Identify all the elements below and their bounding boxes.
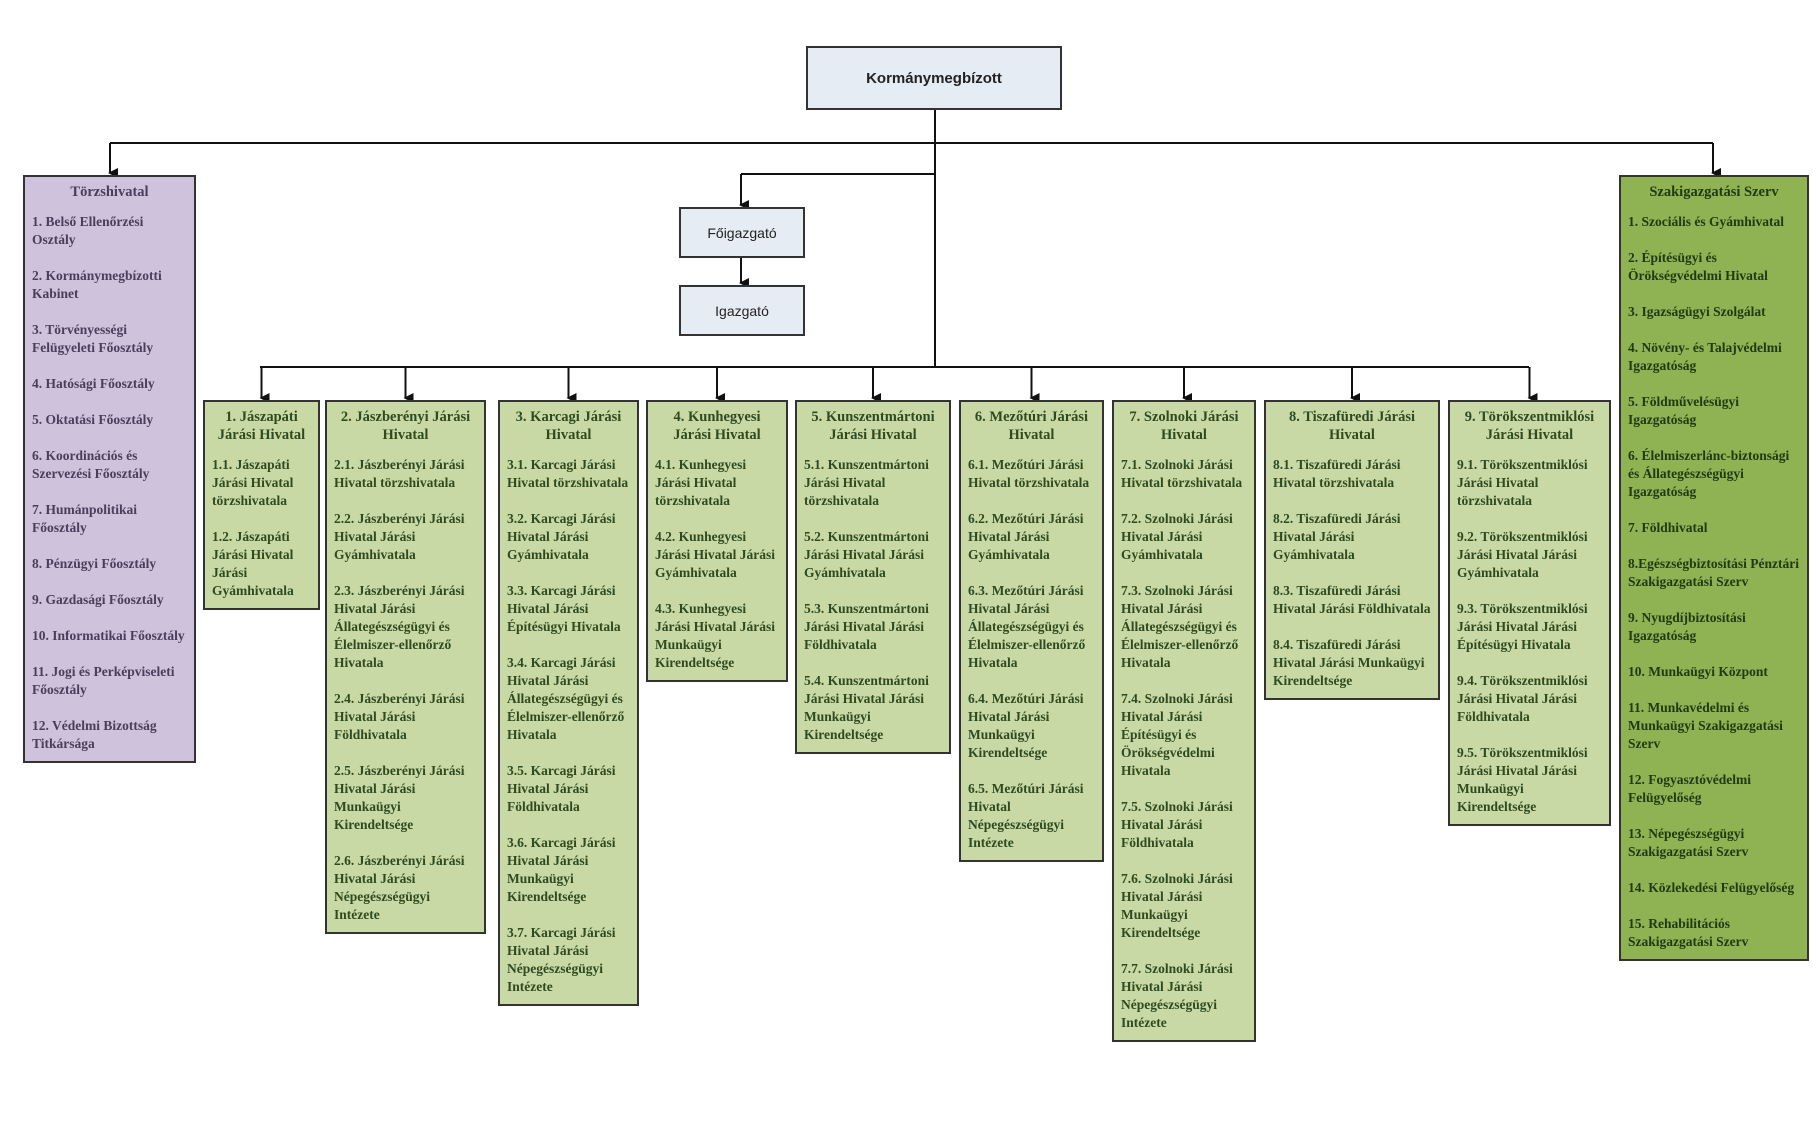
box-item: 9.1. Törökszentmiklósi Járási Hivatal tö… — [1457, 457, 1588, 508]
box-item: 2. Építésügyi és Örökségvédelmi Hivatal — [1628, 250, 1768, 283]
box-item: 7. Humánpolitikai Főosztály — [32, 502, 138, 535]
district-box-1: 1. Jászapáti Járási Hivatal 1.1. Jászapát… — [203, 400, 320, 610]
box-item: 3. Igazságügyi Szolgálat — [1628, 304, 1766, 319]
box-item: 2.6. Jászberényi Járási Hivatal Járási N… — [334, 853, 465, 922]
box-item: 6.3. Mezőtúri Járási Hivatal Járási Álla… — [968, 583, 1086, 670]
box-item: 8.1. Tiszafüredi Járási Hivatal törzshiv… — [1273, 457, 1401, 490]
foigazgato-label: Főigazgató — [707, 224, 777, 241]
box-item: 7.3. Szolnoki Járási Hivatal Járási Álla… — [1121, 583, 1239, 670]
box-item: 6. Koordinációs és Szervezési Főosztály — [32, 448, 150, 481]
box-item: 4. Hatósági Főosztály — [32, 376, 155, 391]
box-item: 4.1. Kunhegyesi Járási Hivatal törzshiva… — [655, 457, 747, 508]
district-box-8: 8. Tiszafüredi Járási Hivatal 8.1. Tiszaf… — [1264, 400, 1440, 700]
district-box-2: 2. Jászberényi Járási Hivatal 2.1. Jászbe… — [325, 400, 486, 934]
box-item: 9. Nyugdíjbiztosítási Igazgatóság — [1628, 610, 1746, 643]
box-item: 12. Fogyasztóvédelmi Felügyelőség — [1628, 772, 1751, 805]
box-item: 7.2. Szolnoki Járási Hivatal Járási Gyám… — [1121, 511, 1233, 562]
box-item: 3.5. Karcagi Járási Hivatal Járási Földh… — [507, 763, 616, 814]
box-title: Törzshivatal — [70, 184, 149, 200]
box-item: 4.2. Kunhegyesi Járási Hivatal Járási Gy… — [655, 529, 775, 580]
box-item: 10. Informatikai Főosztály — [32, 628, 185, 643]
box-title: 3. Karcagi Járási Hivatal — [515, 409, 622, 443]
box-item: 8. Pénzügyi Főosztály — [32, 556, 157, 571]
box-item: 4. Növény- és Talajvédelmi Igazgatóság — [1628, 340, 1782, 373]
box-item: 1. Szociális és Gyámhivatal — [1628, 214, 1784, 229]
box-item: 9.4. Törökszentmiklósi Járási Hivatal Já… — [1457, 673, 1588, 724]
box-item: 9. Gazdasági Főosztály — [32, 592, 164, 607]
box-item: 8.Egészségbiztosítási Pénztári Szakigazg… — [1628, 556, 1799, 589]
box-item: 3. Törvényességi Felügyeleti Főosztály — [32, 322, 154, 355]
box-item: 7. Földhivatal — [1628, 520, 1708, 535]
box-title: 6. Mezőtúri Járási Hivatal — [974, 409, 1089, 443]
box-item: 1. Belső Ellenőrzési Osztály — [32, 214, 144, 247]
foigazgato-box: Főigazgató — [679, 207, 805, 258]
box-item: 7.5. Szolnoki Járási Hivatal Járási Föld… — [1121, 799, 1233, 850]
box-item: 3.6. Karcagi Járási Hivatal Járási Munka… — [507, 835, 616, 904]
box-title: Szakigazgatási Szerv — [1649, 184, 1779, 200]
box-item: 7.7. Szolnoki Járási Hivatal Járási Népe… — [1121, 961, 1233, 1030]
box-item: 5.2. Kunszentmártoni Járási Hivatal Járá… — [804, 529, 929, 580]
box-item: 3.1. Karcagi Járási Hivatal törzshivatal… — [507, 457, 629, 490]
igazgato-label: Igazgató — [715, 302, 769, 319]
box-item: 7.6. Szolnoki Járási Hivatal Járási Munk… — [1121, 871, 1233, 940]
box-item: 13. Népegészségügyi Szakigazgatási Szerv — [1628, 826, 1749, 859]
box-item: 5.4. Kunszentmártoni Járási Hivatal Járá… — [804, 673, 929, 742]
igazgato-box: Igazgató — [679, 285, 805, 336]
box-item: 9.2. Törökszentmiklósi Járási Hivatal Já… — [1457, 529, 1588, 580]
district-box-5: 5. Kunszentmártoni Járási Hivatal 5.1. Ku… — [795, 400, 951, 754]
box-item: 3.3. Karcagi Járási Hivatal Járási Építé… — [507, 583, 621, 634]
torzshivatal-box: Törzshivatal 1. Belső Ellenőrzési Osztály… — [23, 175, 196, 763]
box-item: 11. Jogi és Perképviseleti Főosztály — [32, 664, 175, 697]
box-item: 6.1. Mezőtúri Járási Hivatal törzshivata… — [968, 457, 1090, 490]
box-item: 5. Földművelésügyi Igazgatóság — [1628, 394, 1740, 427]
box-item: 2.1. Jászberényi Járási Hivatal törzshiv… — [334, 457, 465, 490]
szakigazgatasi-box: Szakigazgatási Szerv 1. Szociális és Gyám… — [1619, 175, 1809, 961]
box-item: 3.7. Karcagi Járási Hivatal Járási Népeg… — [507, 925, 616, 994]
box-item: 6.2. Mezőtúri Járási Hivatal Járási Gyám… — [968, 511, 1084, 562]
box-title: 4. Kunhegyesi Járási Hivatal — [673, 409, 761, 443]
box-item: 1.1. Jászapáti Járási Hivatal törzshivat… — [212, 457, 294, 508]
box-title: 2. Jászberényi Járási Hivatal — [340, 409, 471, 443]
box-item: 7.1. Szolnoki Járási Hivatal törzshivata… — [1121, 457, 1243, 490]
kormanymegbizott-box: Kormánymegbízott — [806, 46, 1062, 110]
box-item: 5.3. Kunszentmártoni Járási Hivatal Járá… — [804, 601, 929, 652]
box-item: 2.5. Jászberényi Járási Hivatal Járási M… — [334, 763, 465, 832]
district-box-4: 4. Kunhegyesi Járási Hivatal 4.1. Kunhegy… — [646, 400, 788, 682]
box-item: 1.2. Jászapáti Járási Hivatal Járási Gyá… — [212, 529, 294, 598]
box-item: 3.2. Karcagi Járási Hivatal Járási Gyámh… — [507, 511, 616, 562]
box-item: 9.5. Törökszentmiklósi Járási Hivatal Já… — [1457, 745, 1588, 814]
box-item: 3.4. Karcagi Járási Hivatal Járási Állat… — [507, 655, 625, 742]
box-item: 15. Rehabilitációs Szakigazgatási Szerv — [1628, 916, 1749, 949]
box-title: 8. Tiszafüredi Járási Hivatal — [1288, 409, 1416, 443]
district-box-6: 6. Mezőtúri Járási Hivatal 6.1. Mezőtúri … — [959, 400, 1104, 862]
district-box-7: 7. Szolnoki Járási Hivatal 7.1. Szolnoki … — [1112, 400, 1256, 1042]
box-item: 2.3. Jászberényi Járási Hivatal Járási Á… — [334, 583, 465, 670]
box-item: 4.3. Kunhegyesi Járási Hivatal Járási Mu… — [655, 601, 775, 670]
box-item: 12. Védelmi Bizottság Titkársága — [32, 718, 157, 751]
box-title: 5. Kunszentmártoni Járási Hivatal — [811, 409, 935, 443]
box-item: 11. Munkavédelmi és Munkaügyi Szakigazga… — [1628, 700, 1783, 751]
box-item: 2.4. Jászberényi Járási Hivatal Járási F… — [334, 691, 465, 742]
box-item: 9.3. Törökszentmiklósi Járási Hivatal Já… — [1457, 601, 1588, 652]
box-item: 5. Oktatási Főosztály — [32, 412, 154, 427]
box-item: 14. Közlekedési Felügyelőség — [1628, 880, 1795, 895]
box-item: 8.3. Tiszafüredi Járási Hivatal Járási F… — [1273, 583, 1431, 616]
box-title: 7. Szolnoki Járási Hivatal — [1129, 409, 1239, 443]
kormanymegbizott-label: Kormánymegbízott — [866, 69, 1002, 87]
box-item: 8.4. Tiszafüredi Járási Hivatal Járási M… — [1273, 637, 1425, 688]
box-item: 2.2. Jászberényi Járási Hivatal Járási G… — [334, 511, 465, 562]
box-item: 2. Kormánymegbízotti Kabinet — [32, 268, 162, 301]
box-item: 6.5. Mezőtúri Járási Hivatal Népegészség… — [968, 781, 1084, 850]
box-title: 9. Törökszentmiklósi Járási Hivatal — [1464, 409, 1595, 443]
box-title: 1. Jászapáti Járási Hivatal — [217, 409, 306, 443]
box-item: 6. Élelmiszerlánc-biztonsági és Állategé… — [1628, 448, 1790, 499]
box-item: 7.4. Szolnoki Járási Hivatal Járási Épít… — [1121, 691, 1233, 778]
box-item: 6.4. Mezőtúri Járási Hivatal Járási Munk… — [968, 691, 1084, 760]
box-item: 5.1. Kunszentmártoni Járási Hivatal törz… — [804, 457, 929, 508]
district-box-9: 9. Törökszentmiklósi Járási Hivatal 9.1. … — [1448, 400, 1611, 826]
box-item: 8.2. Tiszafüredi Járási Hivatal Járási G… — [1273, 511, 1401, 562]
box-item: 10. Munkaügyi Központ — [1628, 664, 1768, 679]
district-box-3: 3. Karcagi Járási Hivatal 3.1. Karcagi Já… — [498, 400, 639, 1006]
